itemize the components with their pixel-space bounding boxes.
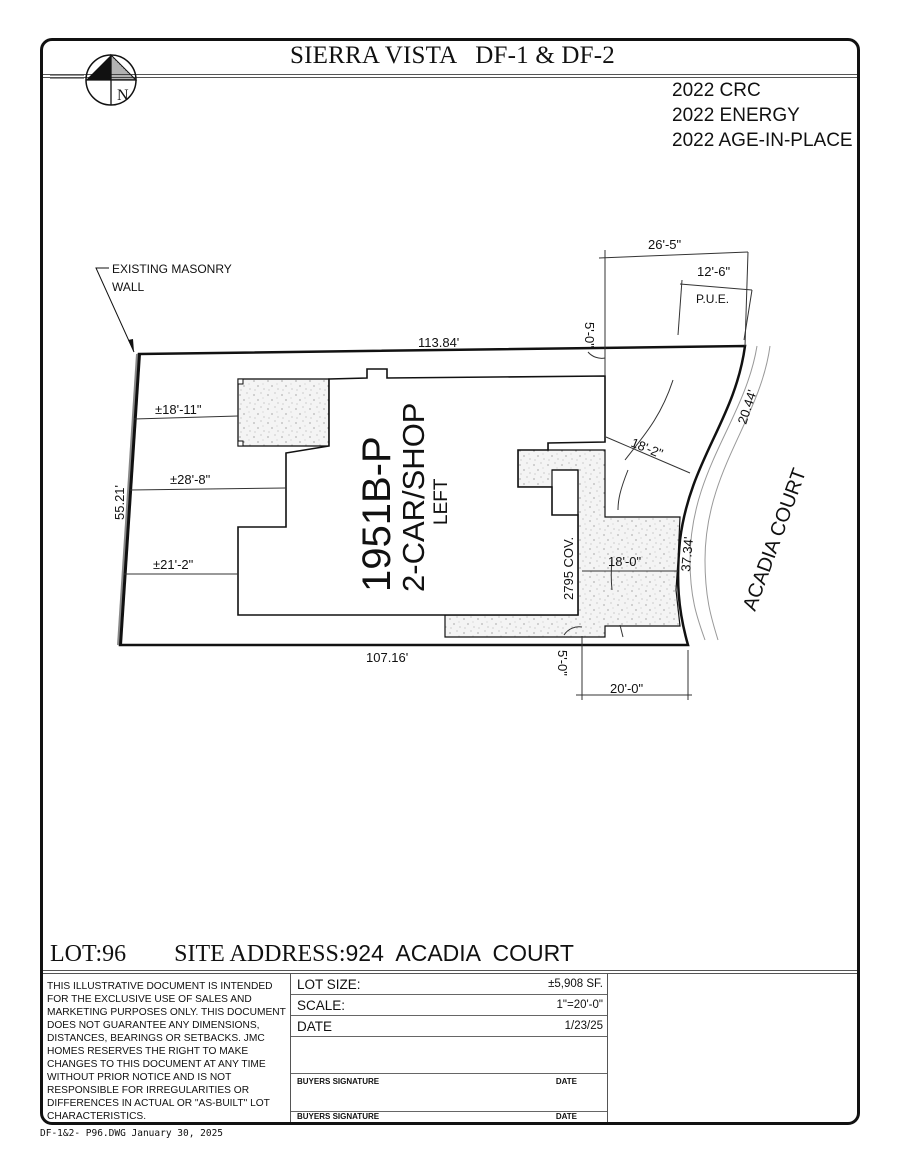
svg-text:EXISTING MASONRY: EXISTING MASONRY <box>112 262 232 276</box>
street-name: ACADIA COURT <box>739 466 811 614</box>
disclaimer-text: THIS ILLUSTRATIVE DOCUMENT IS INTENDED F… <box>47 981 286 1122</box>
file-reference: DF-1&2- P96.DWG January 30, 2025 <box>40 1128 224 1139</box>
dim-front-diag: 18'-2" <box>629 435 666 461</box>
site-address-label: SITE ADDRESS: <box>174 941 346 967</box>
row-date: DATE 1/23/25 <box>291 1016 607 1037</box>
dim-arc-lower: 37.34' <box>678 536 696 572</box>
masonry-wall <box>118 353 141 646</box>
svg-text:N: N <box>117 87 129 104</box>
house-footprint <box>237 368 606 616</box>
garage-type: 2-CAR/SHOP <box>396 403 431 592</box>
dim-lot-left: 55.21' <box>112 485 127 520</box>
buyer-signature-2[interactable]: BUYERS SIGNATURE DATE <box>297 1112 577 1121</box>
code-age-in-place: 2022 AGE-IN-PLACE <box>672 130 853 151</box>
code-energy: 2022 ENERGY <box>672 105 800 126</box>
dim-setback-3: ±21'-2" <box>153 557 194 572</box>
rear-patio <box>237 378 330 447</box>
dim-pue-width: 12'-6" <box>697 264 731 279</box>
buyer-signature-1[interactable]: BUYERS SIGNATURE DATE <box>291 1074 607 1112</box>
site-address: 924 ACADIA COURT <box>345 940 574 966</box>
title-divider <box>43 74 857 75</box>
dim-drive-width: 20'-0" <box>610 681 644 696</box>
site-plan: N EXISTING MASONRY WALL <box>50 53 811 700</box>
code-crc: 2022 CRC <box>672 80 761 101</box>
lot-boundary <box>118 344 747 647</box>
dim-top-width: 26'-5" <box>648 237 682 252</box>
dim-side-top: 5'-0" <box>582 322 597 348</box>
dim-side-bottom: 5'-0" <box>555 650 570 676</box>
dim-setback-1: ±18'-11" <box>155 402 202 417</box>
row-blank <box>291 1037 607 1074</box>
row-lot-size: LOT SIZE: ±5,908 SF. <box>291 974 607 995</box>
row-scale: SCALE: 1"=20'-0" <box>291 995 607 1016</box>
plan-name: 1951B-P <box>355 436 399 592</box>
info-divider-2 <box>43 973 857 974</box>
dim-setback-2: ±28'-8" <box>170 472 211 487</box>
wall-note: EXISTING MASONRY WALL <box>95 262 232 353</box>
street-curb <box>689 345 771 641</box>
handing: LEFT <box>431 478 452 525</box>
page-title: SIERRA VISTA DF-1 & DF-2 <box>290 42 616 69</box>
sheet-border <box>40 38 860 1125</box>
dim-lot-top: 113.84' <box>418 335 459 350</box>
dim-drive-depth: 18'-0" <box>608 554 642 569</box>
dim-arc-upper: 20.44' <box>735 388 760 426</box>
info-divider <box>43 970 857 971</box>
code-list: 2022 CRC 2022 ENERGY 2022 AGE-IN-PLACE <box>672 78 853 153</box>
pue-label: P.U.E. <box>696 292 729 306</box>
svg-text:WALL: WALL <box>112 280 145 294</box>
lot-info: LOT:96 SITE ADDRESS:924 ACADIA COURT <box>50 940 574 968</box>
lot-info-table: LOT SIZE: ±5,908 SF. SCALE: 1"=20'-0" DA… <box>290 974 608 1122</box>
north-arrow-icon: N <box>50 53 138 106</box>
title-divider-2 <box>43 77 857 78</box>
lot-number: LOT:96 <box>50 941 127 967</box>
cov-label: 2795 COV. <box>561 537 576 600</box>
dim-lot-bottom: 107.16' <box>366 650 408 665</box>
